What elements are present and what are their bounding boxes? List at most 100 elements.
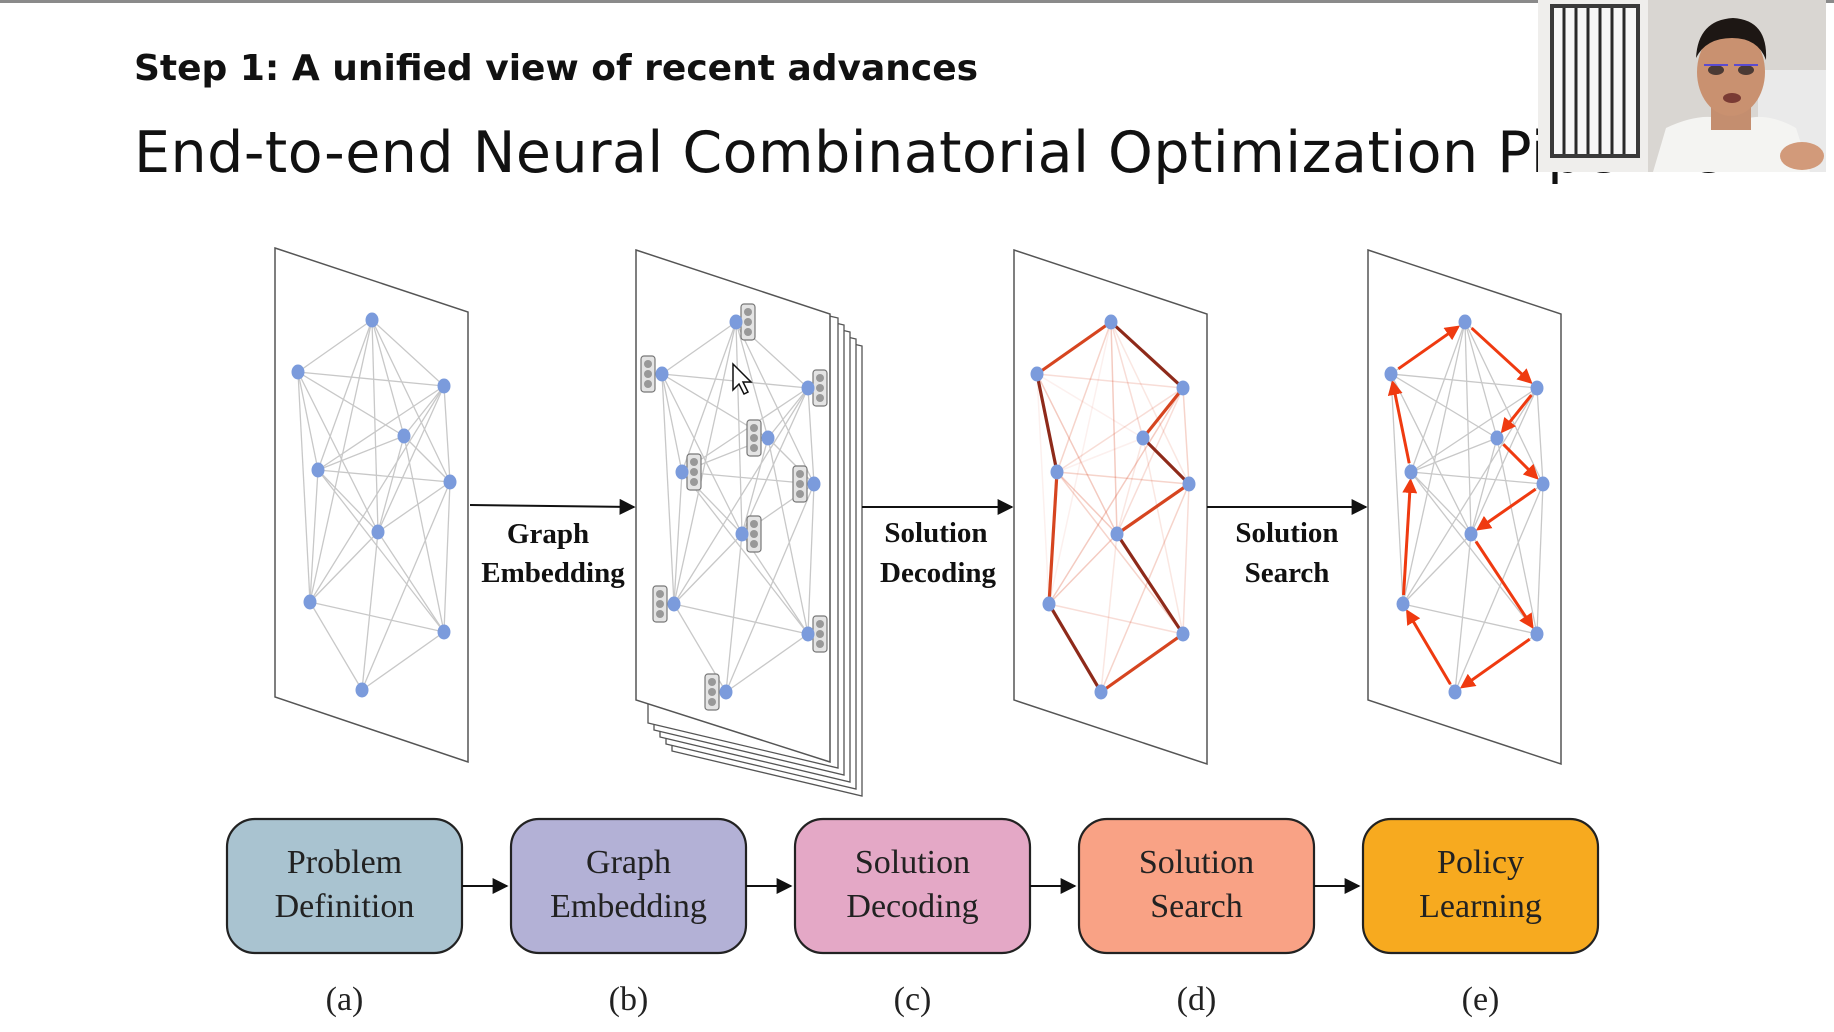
graph-edge — [371, 319, 445, 387]
graph-edge — [661, 373, 743, 535]
heatmap-edge — [1048, 321, 1112, 605]
graph-edge — [1410, 321, 1466, 473]
graph-edge — [807, 483, 815, 635]
embedding-graph-node — [667, 596, 681, 612]
heatmap-edge — [1182, 387, 1190, 485]
graph-edge — [403, 435, 445, 633]
search-tour-arrow — [1459, 637, 1531, 689]
solution-tour-edge — [1047, 603, 1103, 693]
graph-edge — [1390, 373, 1404, 605]
heatmap-edge — [1056, 387, 1184, 473]
heatmap-edge — [1036, 373, 1050, 605]
graph-edge — [309, 385, 445, 603]
embedding-vector-icon — [640, 355, 656, 393]
graph-edge — [297, 319, 373, 373]
embedding-vector-icon — [812, 615, 828, 653]
graph-edge — [317, 469, 379, 533]
slide-top-border — [0, 0, 1834, 3]
graph-edge — [1390, 373, 1538, 389]
embedding-graph-node — [675, 464, 689, 480]
problem-graph-node — [437, 624, 451, 640]
cursor-icon — [732, 362, 753, 396]
solution-tour-edge — [1141, 436, 1191, 486]
heatmap-edge — [1056, 471, 1118, 535]
graph-edge — [1410, 471, 1472, 535]
heatmap-edge — [1048, 603, 1184, 635]
stage-label-line1: Policy — [1437, 844, 1524, 881]
embedding-graph-node — [761, 430, 775, 446]
heatmap-edge — [1110, 321, 1190, 485]
embedding-graph-node — [735, 526, 749, 542]
graph-edge — [735, 321, 815, 485]
problem-graph-node — [303, 594, 317, 610]
decoding-graph-node — [1176, 626, 1190, 642]
arrow-label-graph: Graph — [507, 518, 589, 550]
stage-tag: (d) — [1177, 981, 1217, 1018]
graph-edge — [1464, 321, 1544, 485]
graph-edge — [371, 319, 451, 483]
decoding-graph-node — [1176, 380, 1190, 396]
graph-edge — [317, 435, 405, 471]
arrow-graph-embedding — [469, 498, 636, 515]
graph-edge — [725, 533, 743, 693]
embedding-vector-icon — [746, 419, 762, 457]
search-tour-arrow — [1397, 325, 1461, 371]
decoding-graph-node — [1094, 684, 1108, 700]
graph-edge — [309, 531, 379, 603]
stage-tag: (b) — [609, 981, 649, 1018]
graph-edge — [735, 321, 743, 535]
search-tour-arrow — [1474, 540, 1534, 629]
heatmap-edge — [1056, 471, 1190, 485]
problem-graph-node — [371, 524, 385, 540]
arrow-label-search: Search — [1245, 557, 1330, 589]
embedding-graph-node — [801, 380, 815, 396]
graph-edge — [1470, 387, 1538, 535]
search-graph-node — [1384, 366, 1398, 382]
graph-edge — [681, 471, 815, 485]
graph-edge — [661, 373, 675, 605]
search-tour-arrow — [1502, 443, 1539, 480]
graph-edge — [403, 435, 451, 483]
embedding-vector-icon — [652, 585, 668, 623]
graph-edge — [725, 483, 815, 693]
graph-edge — [1410, 471, 1538, 635]
graph-edge — [297, 371, 405, 437]
graph-edge — [767, 437, 809, 635]
slide-title: End-to-end Neural Combinatorial Optimiza… — [134, 120, 1725, 186]
decoding-graph-node — [1050, 464, 1064, 480]
graph-edge — [297, 371, 311, 603]
heatmap-edge — [1036, 373, 1184, 389]
graph-edge — [377, 531, 445, 633]
search-graph-node — [1396, 596, 1410, 612]
stage-tag: (a) — [326, 981, 364, 1018]
decoding-graph-node — [1182, 476, 1196, 492]
graph-edge — [1390, 373, 1472, 535]
graph-edge — [297, 371, 319, 471]
person-face — [1697, 28, 1765, 116]
stage-label-line1: Graph — [586, 844, 671, 881]
graph-edge — [1496, 437, 1538, 635]
graph-edge — [443, 481, 451, 633]
graph-edge — [309, 469, 319, 603]
graph-edge — [661, 321, 737, 375]
panel-graph-embedding — [635, 248, 863, 797]
graph-edge — [1410, 387, 1538, 473]
stage-label-line2: Search — [1150, 888, 1243, 925]
solution-tour-edge — [1109, 320, 1185, 390]
embedding-vector-icon — [686, 453, 702, 491]
webcam-overlay — [1538, 0, 1826, 172]
stage-label-line1: Problem — [287, 844, 402, 881]
embedding-vector-icon — [740, 303, 756, 341]
graph-edge — [297, 371, 445, 387]
graph-edge — [673, 387, 809, 605]
graph-edge — [1390, 373, 1498, 439]
graph-edge — [681, 321, 737, 473]
embedding-vector-icon — [704, 673, 720, 711]
graph-edge — [317, 469, 445, 633]
